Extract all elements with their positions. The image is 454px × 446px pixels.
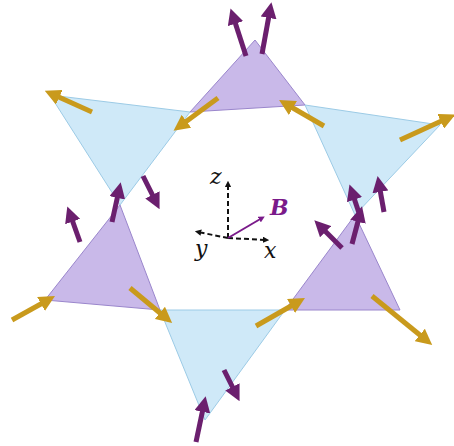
tetrahedron-face [50, 95, 190, 205]
spin-arrow [196, 404, 204, 442]
spin-arrow [143, 176, 156, 202]
tetrahedron-face [285, 215, 400, 310]
spin-arrow [233, 16, 246, 56]
spin-arrow [286, 104, 324, 126]
spin-arrow [112, 190, 119, 222]
tetrahedron-face [305, 105, 440, 215]
tetrahedron-face [45, 205, 160, 310]
axis-label: y [195, 238, 207, 260]
tetrahedron-face [160, 310, 285, 420]
axis-label: z [210, 166, 222, 188]
spin-arrow [379, 184, 384, 212]
field-label: B [270, 196, 289, 218]
spin-arrow [52, 94, 92, 112]
spin-arrow [262, 10, 270, 54]
spin-arrow [224, 370, 236, 394]
spin-arrow [320, 226, 342, 248]
spin-arrow [180, 98, 218, 126]
axis-line [228, 238, 266, 240]
spin-arrow [12, 300, 48, 320]
spin-arrow [400, 118, 448, 140]
axis-label: x [264, 240, 276, 262]
spin-arrow [70, 214, 80, 242]
spin-arrow [372, 296, 426, 340]
spin-arrow [130, 288, 166, 318]
spin-arrow [352, 214, 360, 244]
axis-line [227, 184, 229, 238]
tetrahedron-face [190, 40, 305, 112]
spin-arrow [256, 302, 298, 326]
field-arrow [228, 218, 262, 238]
